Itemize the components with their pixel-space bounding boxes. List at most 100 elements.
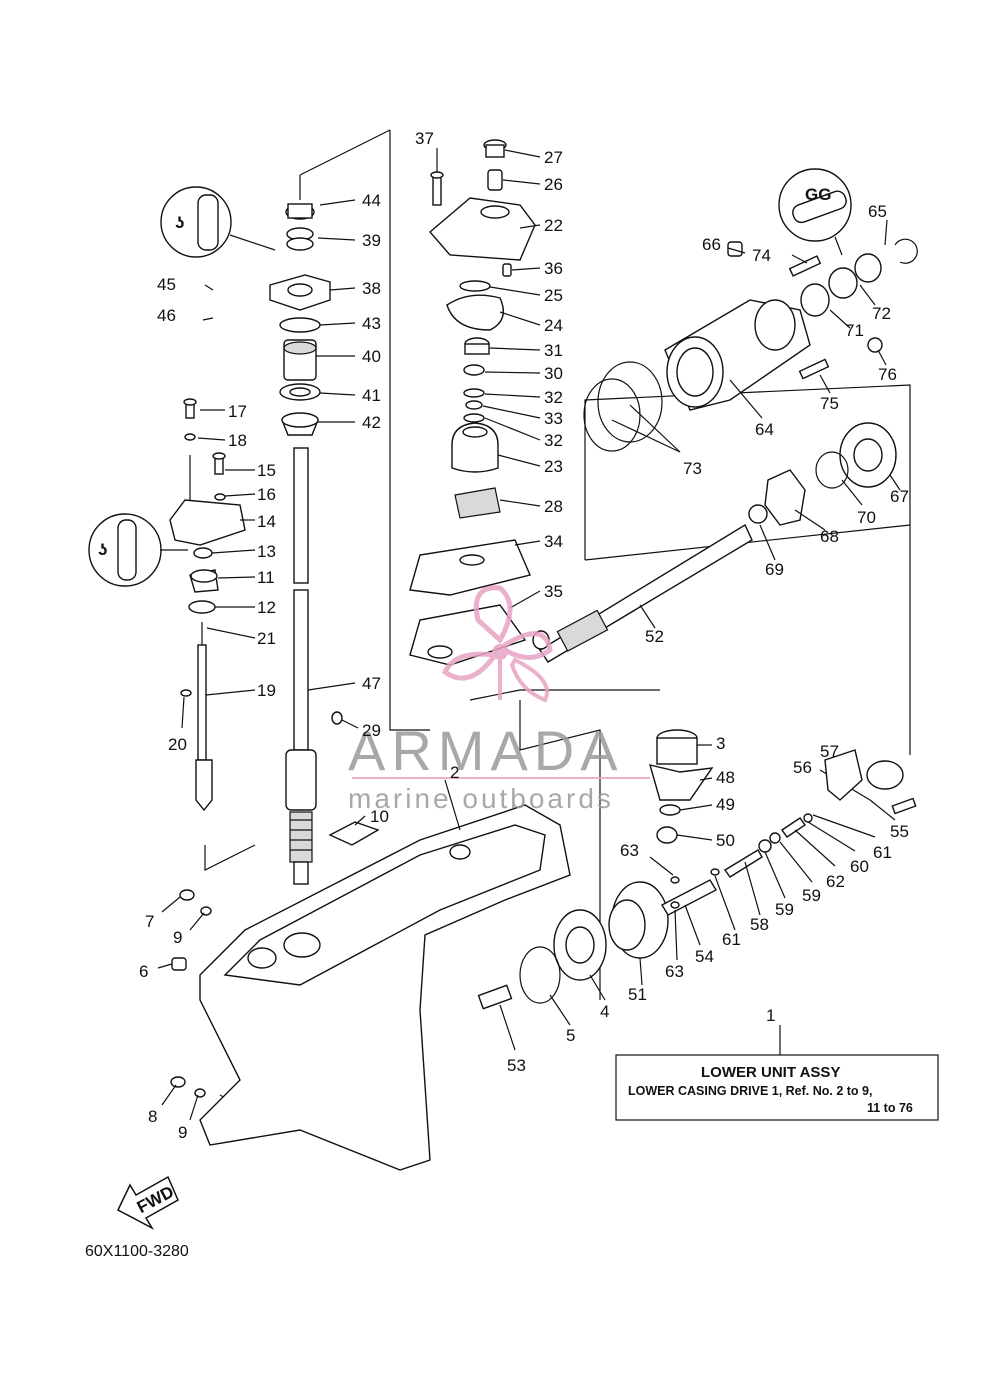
part-label: 12 xyxy=(257,598,276,617)
watermark: ARMADA marine outboards xyxy=(348,585,650,814)
part-label: 38 xyxy=(362,279,381,298)
assembly-line-2: 11 to 76 xyxy=(867,1101,913,1115)
part-label: 11 xyxy=(257,568,275,587)
svg-text:GG: GG xyxy=(805,185,831,204)
part-label: 68 xyxy=(820,527,839,546)
part-label: 60 xyxy=(850,857,869,876)
svg-text:ʖ: ʖ xyxy=(175,213,184,232)
part-label: 32 xyxy=(544,388,563,407)
assembly-info-box: LOWER UNIT ASSY LOWER CASING DRIVE 1, Re… xyxy=(615,1054,939,1121)
part-label: 59 xyxy=(802,886,821,905)
part-label: 44 xyxy=(362,191,381,210)
part-label: 30 xyxy=(544,364,563,383)
fwd-arrow: FWD xyxy=(117,1175,179,1230)
part-label: 14 xyxy=(257,512,276,531)
part-label: 64 xyxy=(755,420,774,439)
part-label: 66 xyxy=(702,235,721,254)
part-label: 62 xyxy=(826,872,845,891)
part-label: 55 xyxy=(890,822,909,841)
part-label: 33 xyxy=(544,409,563,428)
part-label: 61 xyxy=(873,843,892,862)
part-label: 7 xyxy=(145,912,154,931)
part-label: 56 xyxy=(793,758,812,777)
part-label: 15 xyxy=(257,461,276,480)
part-label: 69 xyxy=(765,560,784,579)
part-label: 40 xyxy=(362,347,381,366)
watermark-tagline: marine outboards xyxy=(348,783,614,814)
part-label: 49 xyxy=(716,795,735,814)
part-label: 70 xyxy=(857,508,876,527)
svg-text:ʖ: ʖ xyxy=(98,540,107,559)
part-label: 37 xyxy=(415,129,434,148)
part-label: 54 xyxy=(695,947,714,966)
part-label: 20 xyxy=(168,735,187,754)
part-label: 63 xyxy=(665,962,684,981)
part-label: 21 xyxy=(257,629,276,648)
part-label: 3 xyxy=(716,734,725,753)
part-label: 50 xyxy=(716,831,735,850)
part-label: 9 xyxy=(173,928,182,947)
part-label: 72 xyxy=(872,304,891,323)
part-label: 61 xyxy=(722,930,741,949)
part-label: 48 xyxy=(716,768,735,787)
drawing-code: 60X1100-3280 xyxy=(85,1243,189,1260)
assembly-title: LOWER UNIT ASSY xyxy=(701,1064,840,1081)
part-label: 58 xyxy=(750,915,769,934)
part-label: 10 xyxy=(370,807,389,826)
part-label: 36 xyxy=(544,259,563,278)
part-label: 26 xyxy=(544,175,563,194)
watermark-logo xyxy=(441,585,553,703)
part-label: 31 xyxy=(544,341,563,360)
part-label: 32 xyxy=(544,431,563,450)
part-label: 57 xyxy=(820,742,839,761)
shift-rod-group xyxy=(169,398,246,812)
part-label: 29 xyxy=(362,721,381,740)
part-label: 75 xyxy=(820,394,839,413)
part-label: 76 xyxy=(878,365,897,384)
assembly-line-1: LOWER CASING DRIVE 1, Ref. No. 2 to 9, xyxy=(628,1084,872,1098)
part-label: 34 xyxy=(544,532,563,551)
part-label: 43 xyxy=(362,314,381,333)
part-label: 9 xyxy=(178,1123,187,1142)
part-label: 8 xyxy=(148,1107,157,1126)
part-label: 52 xyxy=(645,627,664,646)
part-label: 13 xyxy=(257,542,276,561)
part-label: 71 xyxy=(845,321,864,340)
part-label: 42 xyxy=(362,413,381,432)
propeller-shaft-group xyxy=(532,238,918,663)
detail-callouts: ʖ ʖ GG xyxy=(88,168,852,587)
drive-shaft-group xyxy=(269,175,331,885)
lower-casing xyxy=(170,711,571,1171)
gear-group xyxy=(477,729,917,1010)
part-label: 67 xyxy=(890,487,909,506)
part-label: 5 xyxy=(566,1026,575,1045)
part-label: 47 xyxy=(362,674,381,693)
part-label: 17 xyxy=(228,402,247,421)
part-label: 28 xyxy=(544,497,563,516)
part-label: 22 xyxy=(544,216,563,235)
part-label: 65 xyxy=(868,202,887,221)
part-label: 19 xyxy=(257,681,276,700)
part-label: 74 xyxy=(752,246,771,265)
part-label: 4 xyxy=(600,1002,609,1021)
watermark-brand: ARMADA xyxy=(348,719,624,782)
water-pump-group xyxy=(409,139,536,666)
part-label: 39 xyxy=(362,231,381,250)
part-label: 73 xyxy=(683,459,702,478)
assembly-ref-label: 1 xyxy=(766,1006,775,1025)
part-label: 27 xyxy=(544,148,563,167)
part-label: 59 xyxy=(775,900,794,919)
part-label: 16 xyxy=(257,485,276,504)
part-label: 45 xyxy=(157,275,176,294)
part-label: 51 xyxy=(628,985,647,1004)
leader-lines xyxy=(157,148,901,1121)
part-label: 18 xyxy=(228,431,247,450)
part-label: 24 xyxy=(544,316,563,335)
part-label: 6 xyxy=(139,962,148,981)
part-label: 23 xyxy=(544,457,563,476)
part-labels: 44 39 38 43 40 41 42 45 46 17 18 15 16 1… xyxy=(139,129,909,1142)
part-label: 46 xyxy=(157,306,176,325)
part-label: 25 xyxy=(544,286,563,305)
part-label: 63 xyxy=(620,841,639,860)
